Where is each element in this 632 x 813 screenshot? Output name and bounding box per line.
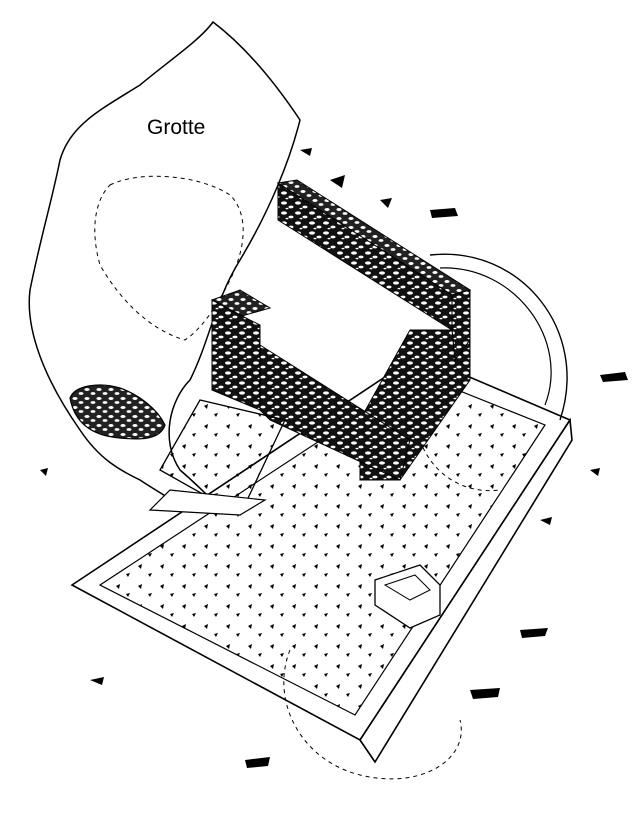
ruin-block xyxy=(374,564,441,629)
round-enclosure xyxy=(429,253,568,421)
ramp-step xyxy=(148,489,267,516)
cave-interior-dashed xyxy=(94,175,244,341)
cave-label: Grotte xyxy=(147,116,205,139)
rock-outcrop xyxy=(69,384,166,440)
wall-back-front xyxy=(277,182,453,331)
dashed-circle xyxy=(283,649,462,780)
ruin-block-inner xyxy=(383,574,431,601)
wall-front xyxy=(259,344,411,481)
dashed-circle-right xyxy=(419,439,501,492)
platform-inner xyxy=(98,374,546,716)
wall-left-front xyxy=(211,299,261,411)
debris-marks xyxy=(40,148,628,768)
platform-edge-line xyxy=(359,739,376,763)
round-enclosure-inner xyxy=(439,267,552,406)
